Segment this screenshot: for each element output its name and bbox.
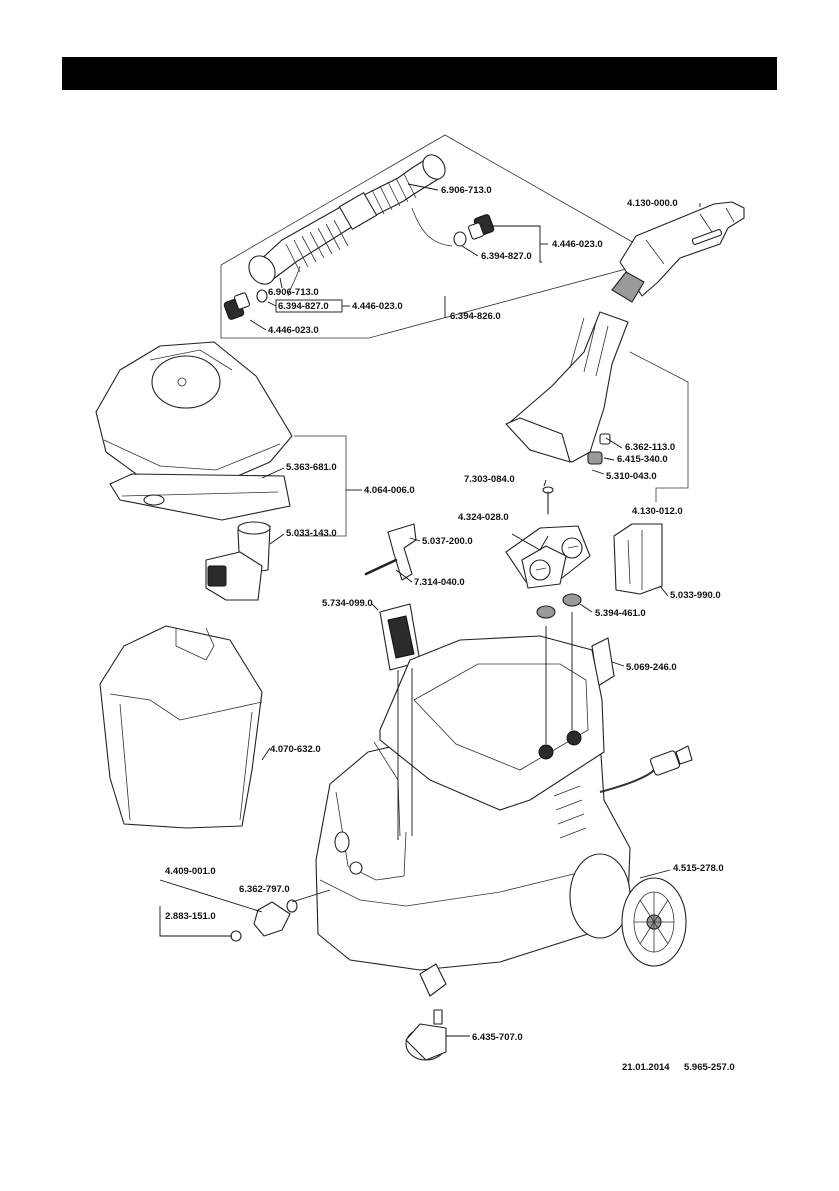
hand-tool xyxy=(611,201,745,303)
valve-cover xyxy=(505,525,591,589)
label-oring-right: 6.394-827.0 xyxy=(481,251,532,262)
label-upholstery-nozzle: 4.130-012.0 xyxy=(632,506,683,517)
cover-group-outline xyxy=(294,435,347,537)
clip xyxy=(387,523,417,581)
label-float-cage: 5.033-143.0 xyxy=(286,528,337,539)
label-hose-coupling-top: 6.906-713.0 xyxy=(441,185,492,196)
dirt-tank xyxy=(99,625,263,829)
holder xyxy=(613,523,663,595)
label-cover-frame: 5.363-681.0 xyxy=(286,462,337,473)
label-holder: 5.033-990.0 xyxy=(670,590,721,601)
label-hose-coupling-left: 6.906-713.0 xyxy=(268,287,319,298)
suction-hose xyxy=(248,154,446,285)
label-nozzle-set-left-a: 4.446-023.0 xyxy=(352,301,403,312)
label-hand-tool: 4.130-000.0 xyxy=(627,198,678,209)
machine-body xyxy=(315,612,631,971)
label-wheel: 4.515-278.0 xyxy=(673,863,724,874)
valve-cap-b xyxy=(562,593,582,607)
label-screw: 7.303-084.0 xyxy=(464,474,515,485)
label-valve-cover: 4.324-028.0 xyxy=(458,512,509,523)
upholstery-nozzle xyxy=(505,311,629,465)
pin xyxy=(364,558,398,576)
float-cage xyxy=(205,521,271,601)
power-cord xyxy=(599,745,693,793)
filter xyxy=(379,603,421,671)
label-oring-a: 6.362-797.0 xyxy=(239,884,290,895)
label-castor: 6.435-707.0 xyxy=(472,1032,523,1043)
label-filter: 5.734-099.0 xyxy=(322,598,373,609)
connector-left xyxy=(223,289,268,320)
top-cover xyxy=(95,341,293,521)
label-tank: 4.070-632.0 xyxy=(270,744,321,755)
label-nozzle-set-right: 4.446-023.0 xyxy=(552,239,603,250)
label-oring-b: 2.883-151.0 xyxy=(165,911,216,922)
label-nozzle-nut: 6.415-340.0 xyxy=(617,454,668,465)
spray-tube xyxy=(287,207,453,297)
castor xyxy=(405,963,447,1061)
screw xyxy=(542,486,554,515)
label-nozzle-seal: 6.362-113.0 xyxy=(625,442,675,453)
label-hose-assembly: 6.394-826.0 xyxy=(450,311,501,322)
label-valve-cap: 5.394-461.0 xyxy=(595,608,646,619)
nozzle-group-outline xyxy=(629,351,689,502)
coupling xyxy=(230,899,298,942)
label-cover-assembly: 4.064-006.0 xyxy=(364,485,415,496)
label-clip: 5.037-200.0 xyxy=(422,536,473,547)
header-banner xyxy=(62,57,777,90)
footer-date: 21.01.2014 xyxy=(622,1062,670,1073)
connector-right xyxy=(453,214,495,247)
footer-doc-number: 5.965-257.0 xyxy=(684,1062,735,1073)
label-pin: 7.314-040.0 xyxy=(414,577,465,588)
label-nozzle-body: 5.310-043.0 xyxy=(606,471,657,482)
label-oring-left: 6.394-827.0 xyxy=(278,301,329,312)
label-hose-clip: 5.069-246.0 xyxy=(626,662,677,673)
valve-cap-a xyxy=(536,605,556,619)
label-coupling: 4.409-001.0 xyxy=(165,866,216,877)
label-nozzle-set-left-b: 4.446-023.0 xyxy=(268,325,319,336)
wheel xyxy=(569,853,687,967)
